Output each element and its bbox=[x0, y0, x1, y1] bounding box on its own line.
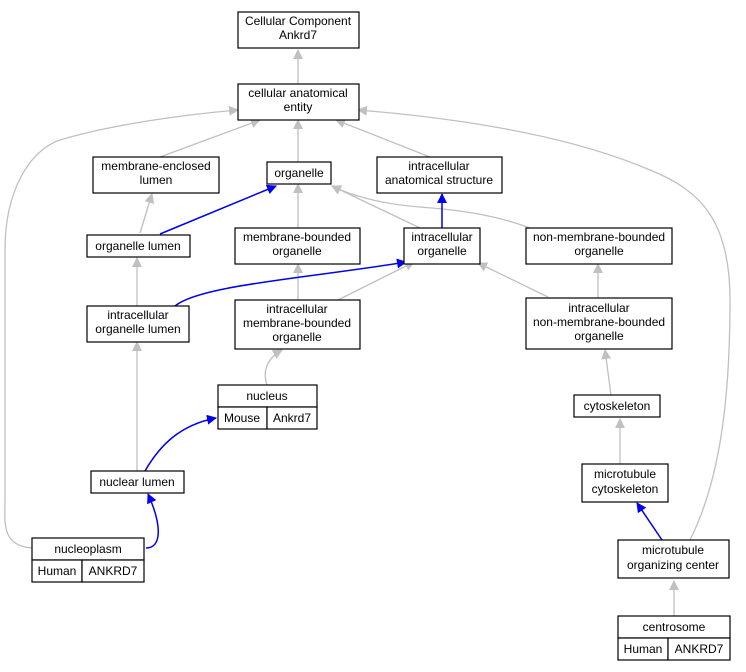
species-label: Mouse bbox=[224, 411, 260, 425]
species-cell-human: Human bbox=[617, 637, 669, 661]
node-microtubule-cytoskeleton[interactable]: microtubule cytoskeleton bbox=[581, 463, 669, 503]
node-label-line: cellular anatomical bbox=[248, 86, 347, 100]
edge-nucleoplasm-to-nl bbox=[145, 493, 159, 549]
node-cellular-component-ankrd7[interactable]: Cellular Component Ankrd7 bbox=[237, 11, 360, 49]
node-intracellular-organelle-lumen[interactable]: intracellular organelle lumen bbox=[86, 305, 190, 343]
edge-nl-to-nucleus bbox=[144, 414, 217, 472]
node-label-line: organelle bbox=[417, 244, 467, 258]
node-label-line: nucleus bbox=[246, 389, 287, 403]
node-label-line: membrane-bounded bbox=[243, 316, 351, 330]
node-label-line: anatomical structure bbox=[385, 173, 493, 187]
node-label-line: cytoskeleton bbox=[592, 482, 659, 496]
node-label-line: organelle lumen bbox=[95, 322, 180, 336]
node-membrane-enclosed-lumen[interactable]: membrane-enclosed lumen bbox=[92, 156, 220, 194]
node-cytoskeleton[interactable]: cytoskeleton bbox=[573, 394, 661, 418]
node-label-line: intracellular bbox=[568, 301, 629, 315]
node-label-line: nuclear lumen bbox=[99, 475, 174, 489]
node-cellular-anatomical-entity[interactable]: cellular anatomical entity bbox=[237, 83, 360, 121]
node-label-line: non-membrane-bounded bbox=[533, 315, 665, 329]
node-label-line: organizing center bbox=[627, 558, 719, 572]
node-label-line: intracellular bbox=[107, 308, 168, 322]
node-microtubule-organizing-center[interactable]: microtubule organizing center bbox=[617, 539, 730, 579]
node-organelle-lumen[interactable]: organelle lumen bbox=[86, 234, 191, 258]
node-label-line: organelle bbox=[574, 329, 624, 343]
node-membrane-bounded-organelle[interactable]: membrane-bounded organelle bbox=[234, 227, 361, 265]
node-label-line: centrosome bbox=[643, 620, 706, 634]
species-cell-mouse: Mouse bbox=[217, 406, 268, 430]
node-label-line: entity bbox=[284, 100, 313, 114]
node-label-line: organelle bbox=[574, 244, 624, 258]
node-intracellular-anatomical-structure[interactable]: intracellular anatomical structure bbox=[376, 156, 503, 194]
node-label-line: membrane-enclosed bbox=[101, 159, 210, 173]
gene-label: ANKRD7 bbox=[89, 564, 138, 578]
node-nucleus[interactable]: nucleus Mouse Ankrd7 bbox=[217, 384, 318, 430]
gene-cell-mouse: Ankrd7 bbox=[266, 406, 318, 430]
node-label-line: nucleoplasm bbox=[54, 542, 121, 556]
gene-label: ANKRD7 bbox=[675, 642, 724, 656]
nodes-layer: Cellular Component Ankrd7 cellular anato… bbox=[31, 11, 731, 661]
edge-cyto-to-inmbo bbox=[601, 349, 612, 396]
node-centrosome[interactable]: centrosome Human ANKRD7 bbox=[617, 615, 731, 661]
edges-layer bbox=[4, 49, 731, 616]
gene-cell-human: ANKRD7 bbox=[667, 637, 731, 661]
node-nuclear-lumen[interactable]: nuclear lumen bbox=[90, 470, 185, 494]
edge-mel-to-cae bbox=[159, 118, 261, 158]
edge-nucleus-to-imbo bbox=[264, 349, 283, 386]
node-label-line: Ankrd7 bbox=[279, 28, 317, 42]
node-label-line: microtubule bbox=[642, 543, 704, 557]
edge-iol-to-io bbox=[174, 258, 407, 307]
node-label-line: organelle bbox=[274, 166, 324, 180]
node-intracellular-non-membrane-bounded-organelle[interactable]: intracellular non-membrane-bounded organ… bbox=[525, 297, 673, 350]
node-intracellular-membrane-bounded-organelle[interactable]: intracellular membrane-bounded organelle bbox=[234, 299, 361, 350]
edge-mtoc-to-cae bbox=[357, 105, 731, 541]
edge-nmbo-to-org bbox=[331, 185, 541, 233]
edge-nucleoplasm-to-cae bbox=[4, 105, 239, 549]
node-intracellular-organelle[interactable]: intracellular organelle bbox=[403, 227, 481, 265]
gene-label: Ankrd7 bbox=[273, 411, 311, 425]
node-label-line: organelle bbox=[272, 330, 322, 344]
edge-imbo-to-io bbox=[337, 261, 415, 301]
node-label-line: Cellular Component bbox=[245, 14, 352, 28]
species-label: Human bbox=[624, 642, 663, 656]
node-nucleoplasm[interactable]: nucleoplasm Human ANKRD7 bbox=[31, 537, 145, 583]
node-label-line: intracellular bbox=[408, 159, 469, 173]
node-label-line: non-membrane-bounded bbox=[533, 230, 665, 244]
node-organelle[interactable]: organelle bbox=[266, 161, 332, 185]
edge-ias-to-cae bbox=[335, 118, 431, 158]
node-label-line: cytoskeleton bbox=[584, 399, 651, 413]
edge-mtoc-to-mtc bbox=[636, 502, 663, 541]
edge-orgl-to-org bbox=[159, 184, 277, 235]
node-label-line: microtubule bbox=[594, 467, 656, 481]
node-label-line: organelle lumen bbox=[95, 239, 180, 253]
node-label-line: organelle bbox=[272, 244, 322, 258]
node-label-line: intracellular bbox=[411, 230, 472, 244]
edge-inmbo-to-io bbox=[477, 262, 549, 298]
node-label-line: membrane-bounded bbox=[243, 230, 351, 244]
node-label-line: lumen bbox=[140, 173, 173, 187]
species-label: Human bbox=[38, 564, 77, 578]
node-non-membrane-bounded-organelle[interactable]: non-membrane-bounded organelle bbox=[525, 227, 673, 265]
species-cell-human: Human bbox=[31, 559, 83, 583]
edge-orgl-to-mel bbox=[139, 193, 155, 234]
node-label-line: intracellular bbox=[266, 302, 327, 316]
gene-cell-human: ANKRD7 bbox=[81, 559, 145, 583]
